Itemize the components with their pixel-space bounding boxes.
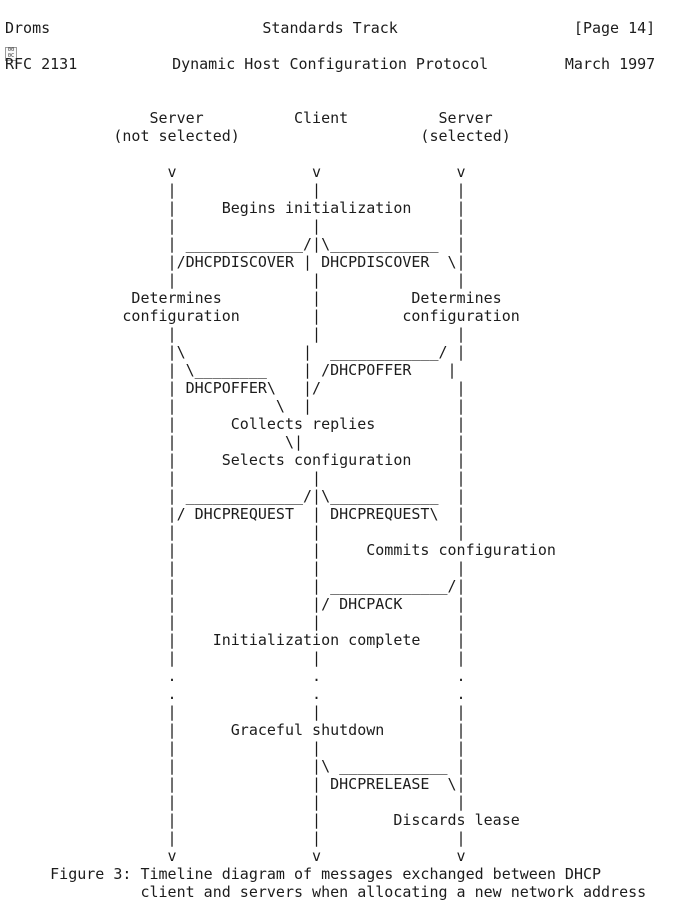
rfc-date: March 1997	[564, 55, 656, 73]
formfeed-hex-bottom: 0C	[7, 52, 15, 59]
footer-page-number: [Page 14]	[573, 19, 656, 37]
page-footer-line: Droms Standards Track [Page 14]	[5, 19, 655, 37]
figure-caption: Figure 3: Timeline diagram of messages e…	[50, 865, 647, 901]
footer-author: Droms	[5, 19, 51, 37]
formfeed-line: 00 0C	[5, 37, 655, 61]
footer-category: Standards Track	[262, 19, 398, 37]
formfeed-control-icon: 00 0C	[5, 46, 17, 61]
dhcp-timeline-ascii-diagram: Server Client Server (not selected) (sel…	[113, 109, 556, 865]
rfc-header-line: RFC 2131 Dynamic Host Configuration Prot…	[5, 55, 655, 73]
rfc-number: RFC 2131	[5, 55, 78, 73]
rfc-title: Dynamic Host Configuration Protocol	[172, 55, 489, 73]
rfc-document-page: Droms Standards Track [Page 14] 00 0C RF…	[5, 19, 655, 901]
formfeed-hex-top: 00	[7, 47, 15, 53]
